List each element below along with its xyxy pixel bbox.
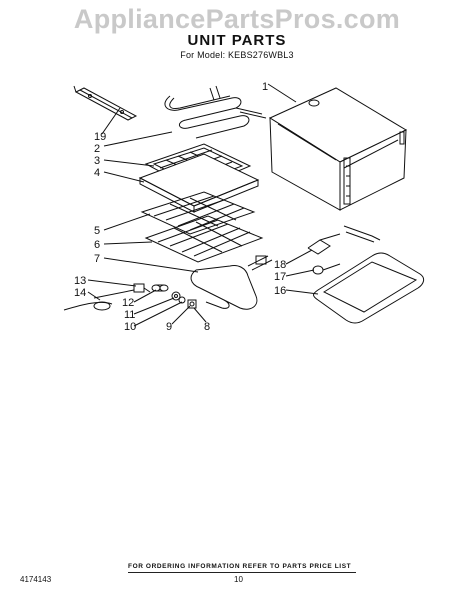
document-number: 4174143 bbox=[20, 575, 52, 584]
part-fittings bbox=[171, 291, 197, 309]
watermark-logo: AppliancePartsPros.com bbox=[73, 4, 401, 34]
callout-9: 9 bbox=[166, 321, 172, 333]
callout-14: 14 bbox=[74, 287, 86, 299]
callout-13: 13 bbox=[74, 275, 86, 287]
page-number: 10 bbox=[234, 575, 243, 584]
callout-2: 2 bbox=[94, 143, 100, 155]
part-bracket-18 bbox=[307, 233, 341, 255]
callout-12: 12 bbox=[122, 297, 134, 309]
callout-8: 8 bbox=[204, 321, 210, 333]
part-bake-element-16 bbox=[313, 225, 425, 324]
callout-18: 18 bbox=[274, 259, 286, 271]
part-12 bbox=[151, 284, 169, 292]
callout-4: 4 bbox=[94, 167, 100, 179]
part-oven-rack-5 bbox=[140, 191, 256, 235]
callout-16: 16 bbox=[274, 285, 286, 297]
part-sensor bbox=[63, 283, 151, 311]
part-bracket-19 bbox=[73, 85, 138, 121]
part-bake-element bbox=[190, 255, 273, 310]
footer-divider bbox=[128, 572, 356, 573]
part-connector-17 bbox=[312, 263, 341, 275]
callout-7: 7 bbox=[94, 253, 100, 265]
callout-5: 5 bbox=[94, 225, 100, 237]
callout-3: 3 bbox=[94, 155, 100, 167]
callout-1: 1 bbox=[262, 81, 268, 93]
model-subtitle: For Model: KEBS276WBL3 bbox=[180, 50, 294, 60]
part-oven-cavity bbox=[268, 87, 408, 211]
ordering-note: FOR ORDERING INFORMATION REFER TO PARTS … bbox=[128, 563, 352, 570]
callout-11: 11 bbox=[124, 309, 135, 321]
page-title: UNIT PARTS bbox=[187, 32, 287, 49]
callout-numbers: 1 19 2 3 4 5 6 7 13 14 12 11 10 9 8 18 1… bbox=[74, 81, 286, 333]
part-broil-element bbox=[164, 85, 267, 139]
part-oven-rack-6 bbox=[144, 215, 264, 263]
callout-19: 19 bbox=[94, 131, 106, 143]
callout-10: 10 bbox=[124, 321, 136, 333]
leader-lines bbox=[87, 83, 319, 327]
callout-6: 6 bbox=[94, 239, 100, 251]
callout-17: 17 bbox=[274, 271, 286, 283]
